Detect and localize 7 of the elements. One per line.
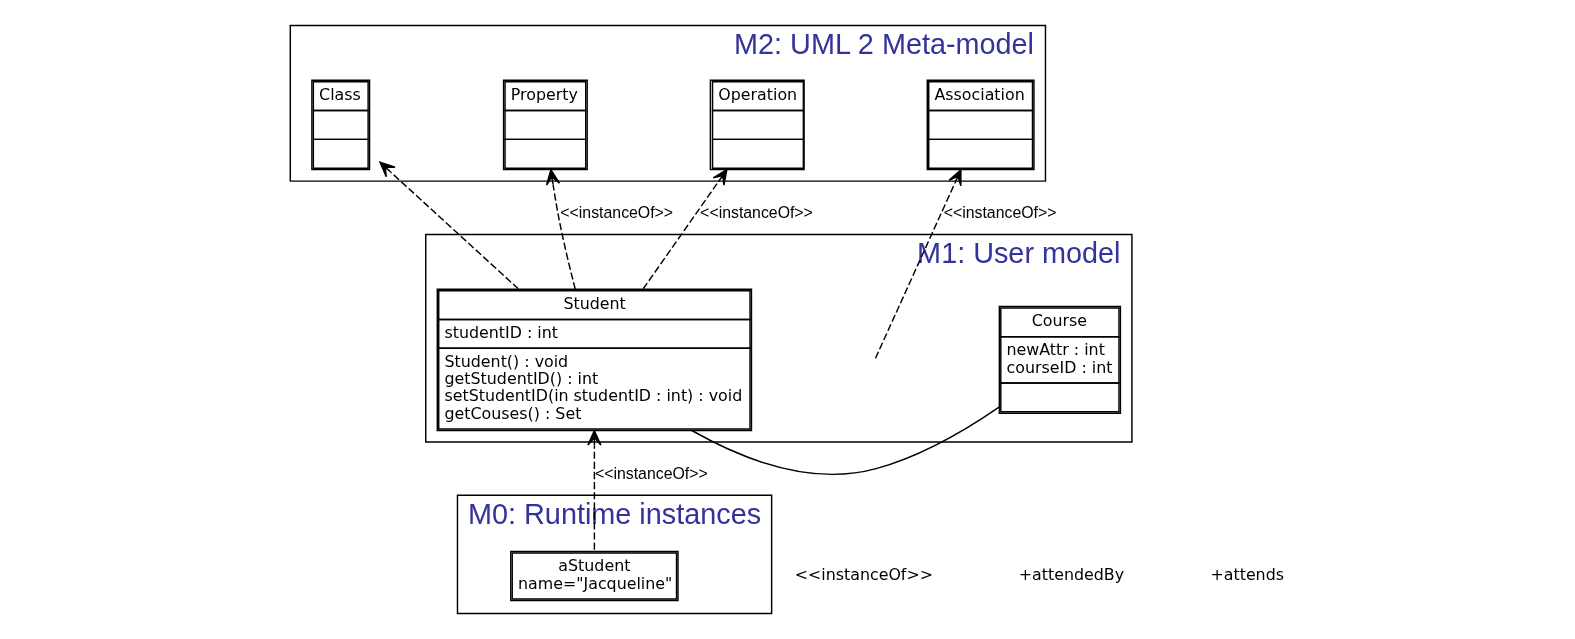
label: +attendedBy (1018, 565, 1125, 585)
label: +attends (1210, 565, 1284, 585)
label: <<instanceOf>> (794, 565, 934, 585)
edge-label: <<instanceOf>> (943, 204, 1057, 222)
edge-label: <<instanceOf>> (700, 204, 813, 222)
edge-label: <<instanceOf>> (594, 465, 708, 483)
edge-label: <<instanceOf>> (560, 204, 674, 222)
